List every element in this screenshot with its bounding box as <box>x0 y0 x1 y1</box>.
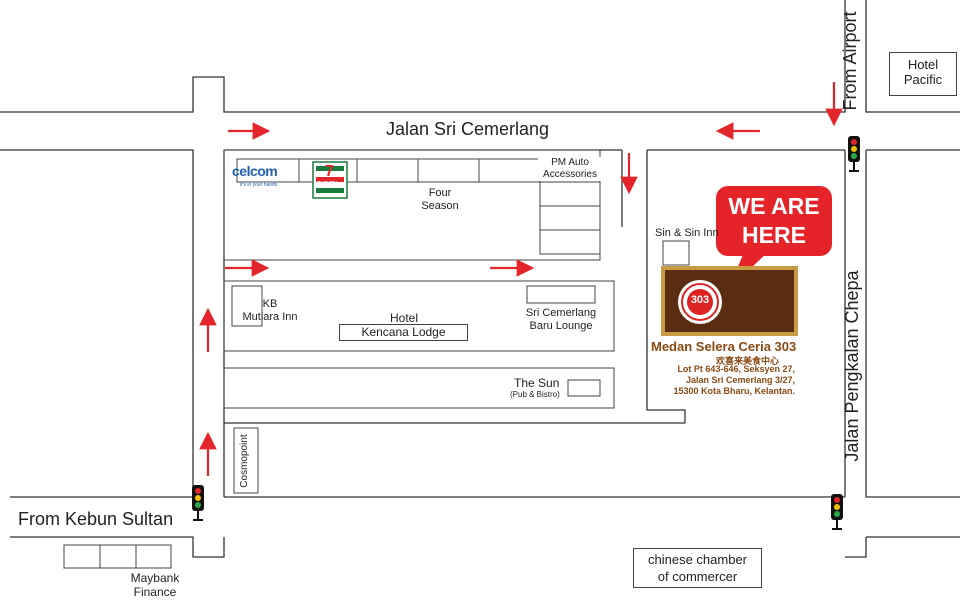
shop-lot <box>539 229 601 255</box>
hotel-pacific-line1: Hotel <box>907 57 939 72</box>
sri-cemerlang-line2: Baru Lounge <box>529 320 593 332</box>
chinese-chamber-line2: of commercer <box>657 569 738 584</box>
chinese-chamber-label: chinese chamber of commercer <box>633 548 762 588</box>
road-edge-top-lower-left <box>0 149 194 497</box>
road-edge-top <box>0 0 846 113</box>
hotel-pacific: Hotel Pacific <box>889 52 957 96</box>
cosmopoint-label: Cosmopoint <box>239 434 250 488</box>
sri-cemerlang-lounge-label: Sri Cemerlang Baru Lounge <box>516 307 606 333</box>
block-kencana <box>223 280 615 352</box>
sri-cemerlang-box <box>526 285 596 304</box>
maybank-lot <box>99 544 137 569</box>
maybank-lot <box>63 544 101 569</box>
four-season-line2: Season <box>421 200 459 212</box>
seven-eleven-word: ELEVEN <box>317 181 338 187</box>
shop-lot <box>539 181 601 207</box>
sin-sin-inn-label: Sin & Sin Inn <box>655 227 719 239</box>
city-blocks <box>63 149 690 569</box>
the-sun-sub-label: (Pub & Bistro) <box>510 390 560 399</box>
road-edge-chepa-bottom <box>845 537 867 558</box>
seven-eleven-logo-icon <box>312 161 348 199</box>
maybank-line1: Maybank <box>130 571 180 585</box>
restaurant-address-line1: Lot Pt 643-646, Seksyen 27, <box>677 364 795 374</box>
pm-auto-label: PM Auto Accessories <box>538 157 602 181</box>
restaurant-address-line3: 15300 Kota Bharu, Kelantan. <box>673 386 795 396</box>
callout-line1: WE ARE <box>728 193 820 219</box>
callout-text: WE ARE HERE <box>716 192 832 250</box>
seven-eleven-numeral: 7 <box>325 163 334 180</box>
traffic-light-icon <box>848 136 860 172</box>
the-sun-box <box>567 379 601 397</box>
road-edge-bottom-lower <box>10 536 225 558</box>
road-edge-inner-right <box>646 150 686 423</box>
road-label-kebun-sultan: From Kebun Sultan <box>18 509 174 529</box>
pm-auto-line2: Accessories <box>543 169 597 180</box>
pm-auto-line1: PM Auto <box>551 157 589 168</box>
shop-lot <box>417 158 480 183</box>
restaurant-address: Lot Pt 643-646, Seksyen 27, Jalan Sri Ce… <box>672 364 795 397</box>
kb-mutiara-line2: Mutiara Inn <box>242 311 298 323</box>
road-label-from-airport: From Airport <box>840 11 860 111</box>
sri-cemerlang-line1: Sri Cemerlang <box>525 307 597 319</box>
four-season-label: Four Season <box>410 187 470 213</box>
maybank-finance-label: Maybank Finance <box>118 571 192 599</box>
shop-lot <box>356 158 419 183</box>
four-season-line1: Four <box>428 187 452 199</box>
road-outlines <box>0 0 960 558</box>
road-edge-chepa-right <box>865 150 960 498</box>
chinese-chamber-line1: chinese chamber <box>648 552 747 567</box>
hotel-label: Hotel <box>390 311 419 325</box>
maybank-line2: Finance <box>133 585 177 599</box>
callout-line2: HERE <box>742 222 806 248</box>
cosmopoint-box <box>233 427 259 494</box>
celcom-logo-icon: celcom <box>232 163 278 179</box>
hotel-pacific-line2: Pacific <box>903 72 943 87</box>
restaurant-name: Medan Selera Ceria 303 <box>651 339 797 354</box>
restaurant-address-line2: Jalan Sri Cemerlang 3/27, <box>685 375 795 385</box>
celcom-tagline: it's in your hands <box>240 182 278 188</box>
traffic-light-icon <box>831 494 843 530</box>
restaurant-sign <box>661 266 798 336</box>
restaurant-303-logo-icon: 303 <box>690 294 710 306</box>
shop-lot <box>478 158 541 183</box>
block-the-sun <box>223 367 615 409</box>
road-edge-top-right <box>865 0 960 113</box>
kb-mutiara-line1: KB <box>262 298 278 310</box>
traffic-light-icon <box>192 485 204 521</box>
sin-sin-inn-box <box>662 240 690 266</box>
kb-mutiara-label: KB Mutiara Inn <box>240 298 300 324</box>
the-sun-label: The Sun <box>514 376 560 390</box>
road-label-pengkalan-chepa: Jalan Pengkalan Chepa <box>842 270 862 462</box>
shop-lot <box>539 205 601 231</box>
direction-arrows <box>199 82 843 476</box>
kencana-lodge-label: Kencana Lodge <box>339 324 468 341</box>
maybank-lot <box>135 544 172 569</box>
restaurant-chinese-name: 欢喜来美食中心 <box>716 356 780 366</box>
kb-mutiara-box <box>231 285 263 327</box>
road-label-sri-cemerlang: Jalan Sri Cemerlang <box>386 119 550 139</box>
